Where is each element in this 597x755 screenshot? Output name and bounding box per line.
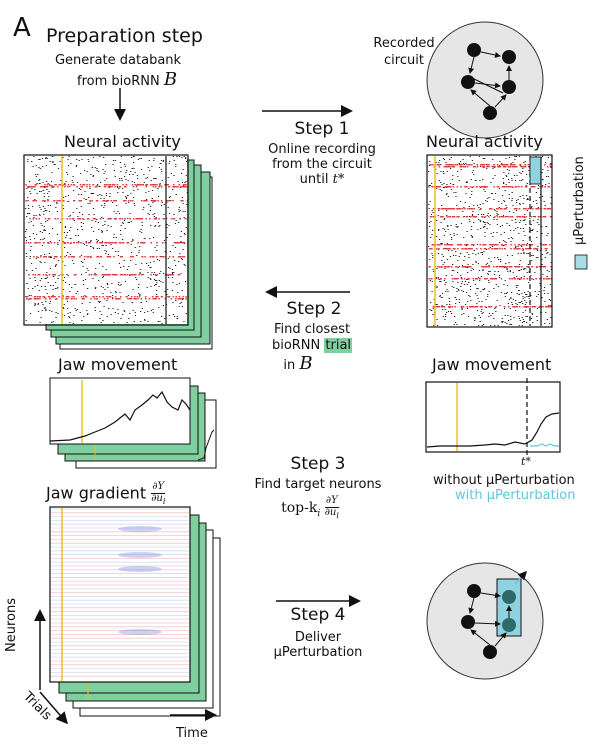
right-neural-title: Neural activity (426, 132, 543, 151)
step1-title: Step 1 (294, 119, 350, 139)
step4-title: Step 4 (290, 605, 346, 625)
axis-neurons-label: Neurons (4, 598, 19, 652)
recorded-circuit-diagram (426, 21, 544, 139)
left-jaw-movement (49, 377, 217, 469)
left-gradient-title-text: Jaw gradient (46, 483, 147, 503)
step1-line1: Online recording (268, 142, 376, 157)
step2-title: Step 2 (286, 299, 342, 319)
perturb-legend-label: μPerturbation (572, 156, 587, 245)
panel-letter: A (13, 13, 31, 43)
axis-time-label: Time (176, 726, 208, 741)
step3-fraction: ∂Y ∂ui (324, 495, 339, 520)
right-jaw-title: Jaw movement (432, 355, 552, 374)
right-neural-activity (426, 154, 588, 328)
left-jaw-gradient (49, 506, 221, 717)
gradient-fraction-den: ∂ui (151, 492, 166, 506)
gradient-fraction-num: ∂Y (151, 481, 166, 494)
prep-line1: Generate databank (54, 53, 182, 68)
step3-formula: top-ki ∂Y ∂ui (281, 495, 339, 520)
right-jaw-movement (425, 378, 561, 458)
step2-line1: Find closest (273, 322, 351, 337)
trial-highlight: trial (324, 338, 353, 353)
step4-line1: Deliver (294, 630, 342, 645)
left-neural-activity (23, 154, 213, 350)
step1-t-star: t* (332, 172, 345, 187)
step2-line3: in B (283, 353, 313, 374)
step1-line2: from the circuit (272, 157, 372, 172)
prep-line2-text: from bioRNN (77, 74, 160, 89)
legend-without: without μPerturbation (433, 473, 575, 488)
perturbed-circuit-diagram (426, 562, 544, 680)
step3-line1: Find target neurons (254, 477, 382, 492)
step1-line3: until t* (299, 172, 345, 187)
recorded-circuit-line1: Recorded (373, 36, 435, 51)
left-neural-title: Neural activity (64, 132, 181, 151)
left-gradient-title: Jaw gradient ∂Y ∂ui (46, 481, 166, 506)
step2-line2: bioRNN trial (271, 338, 353, 353)
prep-line2: from bioRNN B (77, 69, 178, 91)
step3-title: Step 3 (290, 454, 346, 474)
prep-title: Preparation step (46, 25, 203, 47)
trials-axis-arrow (39, 691, 68, 725)
legend-with: with μPerturbation (455, 488, 576, 503)
t-star-label: t* (521, 455, 531, 468)
step2-bank-symbol: B (299, 353, 313, 374)
recorded-circuit-line2: circuit (384, 53, 424, 68)
bank-symbol: B (163, 69, 178, 90)
gradient-fraction: ∂Y ∂ui (151, 481, 166, 506)
step4-line2: μPerturbation (273, 645, 363, 660)
left-jaw-title: Jaw movement (58, 355, 178, 374)
